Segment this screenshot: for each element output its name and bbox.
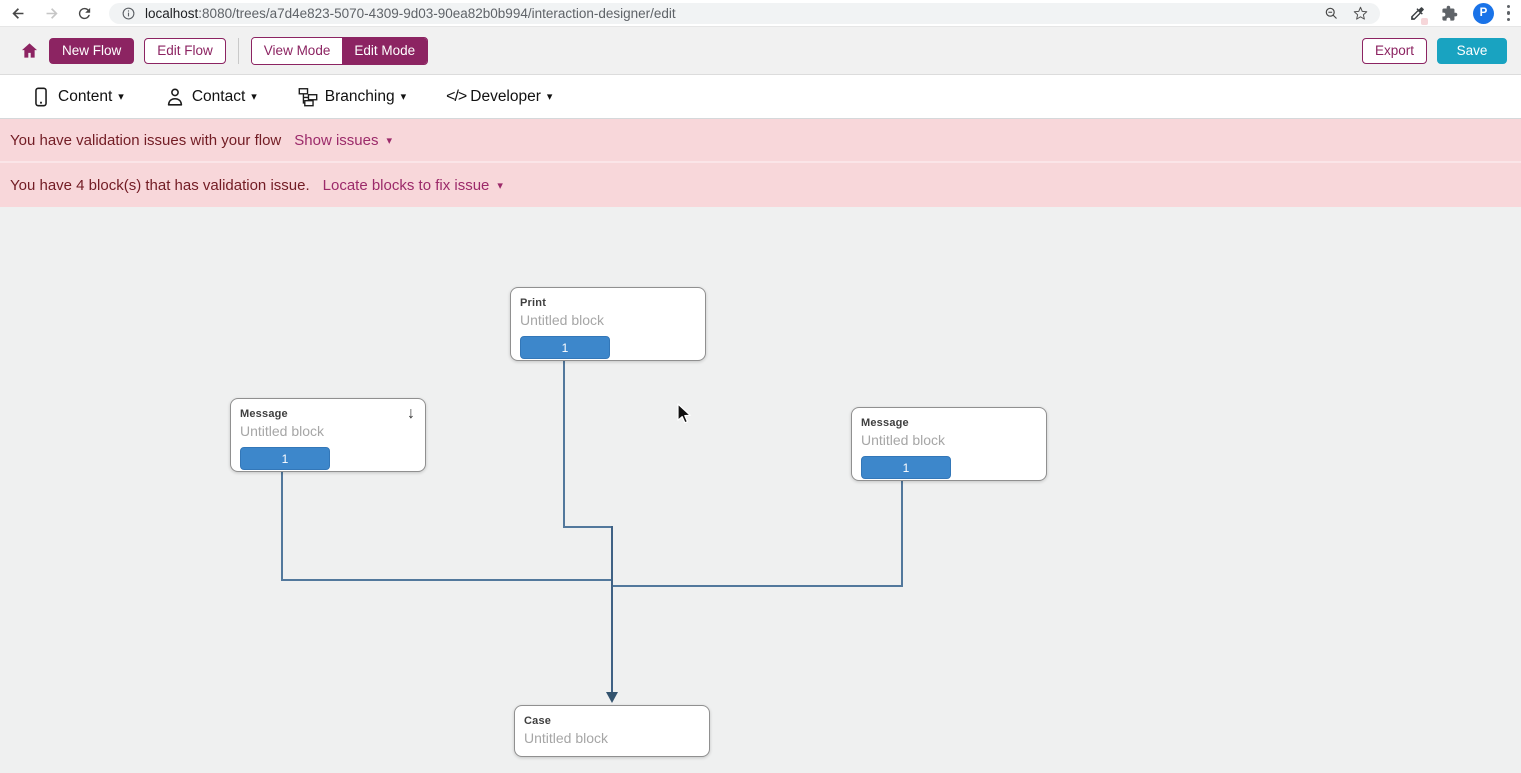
block-message-left[interactable]: ↓ Message Untitled block 1 (230, 398, 426, 472)
home-icon[interactable] (20, 41, 39, 60)
menu-branching-label: Branching (324, 87, 395, 105)
save-button[interactable]: Save (1437, 37, 1507, 64)
download-arrow-icon[interactable]: ↓ (407, 405, 415, 422)
connector-message-right-vertical (901, 480, 903, 587)
url-host: localhost (145, 5, 199, 21)
person-icon (167, 88, 183, 106)
new-flow-button[interactable]: New Flow (49, 37, 135, 64)
smartphone-icon (35, 87, 47, 106)
extensions-puzzle-icon[interactable] (1441, 5, 1458, 22)
block-message-right[interactable]: Message Untitled block 1 (851, 407, 1047, 481)
connector-message-left-vertical (281, 471, 283, 581)
browser-toolbar: localhost:8080/trees/a7d4e823-5070-4309-… (0, 0, 1521, 27)
locate-blocks-label: Locate blocks to fix issue (322, 176, 490, 194)
validation-alert-message: You have validation issues with your flo… (10, 131, 282, 149)
chevron-down-icon: ▾ (400, 91, 407, 103)
toolbar-right-group: Export Save (1361, 37, 1507, 64)
block-name-label: Untitled block (520, 312, 605, 328)
block-validation-alert: You have 4 block(s) that has validation … (0, 161, 1521, 207)
block-case[interactable]: Case Untitled block (514, 705, 710, 757)
menu-developer-label: Developer (470, 87, 541, 105)
connector-print-horizontal (563, 526, 613, 528)
menu-contact-label: Contact (191, 87, 246, 105)
block-type-label: Message (861, 417, 909, 429)
show-issues-link[interactable]: Show issues ▾ (294, 132, 392, 149)
block-validation-alert-message: You have 4 block(s) that has validation … (10, 176, 310, 194)
block-type-label: Print (520, 297, 547, 309)
flow-toolbar: New Flow Edit Flow View Mode Edit Mode E… (0, 27, 1521, 75)
profile-avatar[interactable]: P (1473, 2, 1494, 24)
bookmark-star-icon[interactable] (1353, 6, 1368, 21)
block-exit-button[interactable]: 1 (861, 456, 951, 479)
forward-icon[interactable] (43, 5, 60, 22)
block-type-label: Message (240, 408, 288, 420)
block-exit-button[interactable]: 1 (520, 336, 610, 359)
toolbar-divider (237, 37, 239, 64)
connector-message-left-horizontal (281, 579, 613, 581)
chevron-down-icon: ▾ (497, 179, 503, 192)
chevron-down-icon: ▾ (546, 91, 553, 103)
reload-icon[interactable] (76, 5, 93, 22)
locate-blocks-link[interactable]: Locate blocks to fix issue ▾ (323, 177, 503, 194)
block-exit-button[interactable]: 1 (240, 447, 330, 470)
connector-print-vertical (563, 360, 565, 527)
block-name-label: Untitled block (861, 432, 946, 448)
mouse-cursor (677, 403, 691, 424)
block-menubar: Content ▾ Contact ▾ Branching ▾ </> Deve… (0, 75, 1521, 119)
show-issues-label: Show issues (294, 131, 379, 149)
back-icon[interactable] (10, 5, 27, 22)
code-icon: </> (446, 87, 467, 105)
zoom-icon[interactable] (1324, 6, 1339, 21)
connector-arrowhead-icon (606, 692, 618, 703)
browser-menu-icon[interactable] (1507, 5, 1511, 21)
address-bar[interactable]: localhost:8080/trees/a7d4e823-5070-4309-… (109, 2, 1380, 24)
chevron-down-icon: ▾ (251, 91, 257, 103)
org-chart-icon (298, 87, 318, 106)
menu-content[interactable]: Content ▾ (30, 86, 124, 108)
url-text: localhost:8080/trees/a7d4e823-5070-4309-… (145, 6, 676, 21)
block-print[interactable]: Print Untitled block 1 (510, 287, 706, 361)
edit-mode-button[interactable]: Edit Mode (342, 37, 428, 64)
mode-toggle-group: View Mode Edit Mode (250, 36, 429, 65)
validation-alert: You have validation issues with your flo… (0, 119, 1521, 161)
connector-message-right-horizontal (613, 585, 903, 587)
menu-content-label: Content (58, 87, 113, 105)
menu-branching[interactable]: Branching ▾ (297, 86, 406, 108)
block-name-label: Untitled block (524, 730, 609, 746)
extension-badge (1421, 17, 1428, 25)
menu-developer[interactable]: </> Developer ▾ (446, 88, 552, 106)
export-button[interactable]: Export (1361, 37, 1427, 64)
menu-contact[interactable]: Contact ▾ (164, 86, 257, 108)
chevron-down-icon: ▾ (386, 134, 393, 147)
block-type-label: Case (524, 715, 552, 727)
view-mode-button[interactable]: View Mode (251, 37, 343, 64)
url-path: :8080/trees/a7d4e823-5070-4309-9d03-90ea… (198, 5, 676, 21)
page-info-icon[interactable] (121, 6, 136, 21)
flow-canvas[interactable]: Print Untitled block 1 ↓ Message Untitle… (0, 207, 1521, 773)
block-name-label: Untitled block (240, 423, 325, 439)
connector-main-vertical (611, 526, 613, 692)
chevron-down-icon: ▾ (118, 91, 124, 103)
edit-flow-button[interactable]: Edit Flow (144, 37, 226, 64)
color-picker-extension-icon[interactable] (1409, 5, 1428, 25)
